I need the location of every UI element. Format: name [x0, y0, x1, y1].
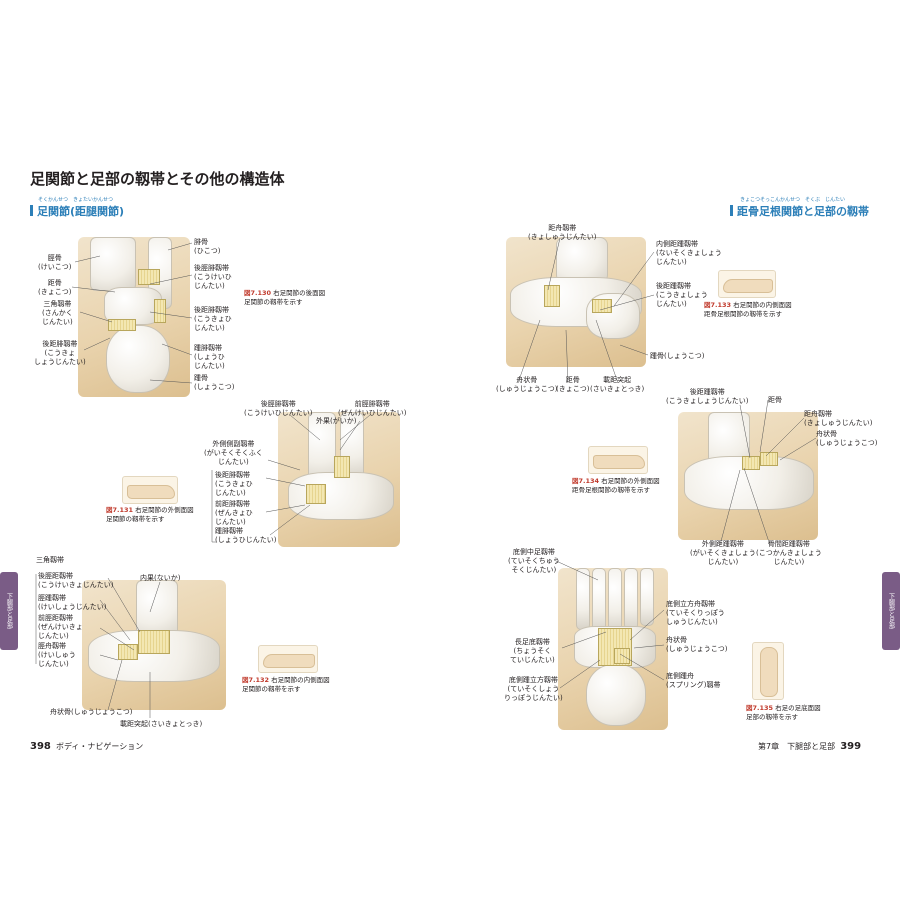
- footer-right: 第7章 下腿部と足部 399: [758, 741, 862, 752]
- figure-7-133-caption: 図7.133 右足関節の内側面図距骨足根関節の靱帯を示す: [704, 301, 792, 318]
- label-talus-134: 距骨: [768, 396, 782, 404]
- section-bar-icon: [730, 205, 733, 216]
- label-interosseous-talocalcaneal: 骨間距踵靱帯(こつかんきょしょうじんたい): [756, 540, 822, 566]
- label-medial-malleolus: 内果(ないか): [140, 574, 181, 582]
- fig-7-134-thumbnail: [588, 446, 648, 474]
- figure-7-134-caption: 図7.134 右足関節の外側面図距骨足根関節の靱帯を示す: [572, 477, 660, 494]
- label-calcaneofibular-lat: 踵腓靱帯(しょうひじんたい): [215, 527, 277, 544]
- label-long-plantar: 長足底靱帯(ちょうそくていじんたい): [510, 638, 555, 664]
- figure-7-130-illustration: [78, 237, 190, 397]
- label-ant-tibiotalar: 前脛距靱帯(ぜんけいきょじんたい): [38, 614, 83, 640]
- figure-7-131-illustration: [278, 412, 400, 547]
- label-lateral-collateral: 外側側副靱帯(がいそくそくふくじんたい): [204, 440, 263, 466]
- side-tab-right: 下腿部と足部: [882, 572, 900, 650]
- label-spring-ligament: 底側踵舟(スプリング)靱帯: [666, 672, 721, 689]
- page-title: 足関節と足部の靱帯とその他の構造体: [30, 170, 285, 188]
- label-int-talocalcaneal: 内側距踵靱帯(ないそくきょしょうじんたい): [656, 240, 722, 266]
- label-sustentaculum-med: 載距突起(さいきょとっき): [120, 720, 203, 728]
- label-post-tibiofibular: 後脛腓靱帯(こうけいひじんたい): [194, 264, 232, 290]
- label-plantar-cuboideonavicular: 底側立方舟靱帯(ていそくりっぽうしゅうじんたい): [666, 600, 725, 626]
- figure-7-135-caption: 図7.135 右足の足底面図足部の靱帯を示す: [746, 704, 821, 721]
- label-post-talocalcaneal-lat: 後距踵靱帯(こうきょしょうじんたい): [666, 388, 749, 405]
- figure-7-135-illustration: [558, 568, 668, 730]
- left-section-title: 足関節(距腿関節): [30, 203, 124, 219]
- label-post-tibiotalar: 後脛距靱帯(こうけいきょじんたい): [38, 572, 114, 589]
- label-post-talofibular-right: 後距腓靱帯(こうきょひじんたい): [194, 306, 232, 332]
- label-post-talocalcaneal: 後距踵靱帯(こうきょしょうじんたい): [656, 282, 708, 308]
- label-lat-talocalcaneal: 外側距踵靱帯(がいそくきょしょうじんたい): [690, 540, 756, 566]
- label-navicular-134: 舟状骨(しゅうじょうこつ): [816, 430, 878, 447]
- label-sustentaculum-133: 載距突起(さいきょとっき): [590, 376, 645, 393]
- label-navicular-med: 舟状骨(しゅうじょうこつ): [50, 708, 133, 716]
- label-calcaneofibular: 踵腓靱帯(しょうひじんたい): [194, 344, 225, 370]
- left-section-ruby: そくかんせつ きょたいかんせつ: [38, 197, 114, 203]
- label-talus: 距骨(きょこつ): [38, 279, 72, 296]
- label-plantar-metatarsal: 底側中足靱帯(ていそくちゅうそくじんたい): [508, 548, 560, 574]
- label-talus-133: 距骨(きょこつ): [556, 376, 590, 393]
- label-talonavicular-lat: 距舟靱帯(きょしゅうじんたい): [804, 410, 873, 427]
- figure-7-132-caption: 図7.132 右足関節の内側面図足関節の靱帯を示す: [242, 676, 330, 693]
- label-calcaneus: 踵骨(しょうこつ): [194, 374, 235, 391]
- label-post-talofibular-lat: 後距腓靱帯(こうきょひじんたい): [215, 471, 253, 497]
- label-calcaneus-med: 踵骨(しょうこつ): [650, 352, 705, 360]
- label-tibionavicular: 脛舟靱帯(けいしゅうじんたい): [38, 642, 76, 668]
- label-ant-talofibular: 前距腓靱帯(ぜんきょひじんたい): [215, 500, 253, 526]
- fig-7-131-thumbnail: [122, 476, 178, 504]
- label-navicular-133: 舟状骨(しゅうじょうこつ): [496, 376, 558, 393]
- fig-7-133-thumbnail: [718, 270, 776, 298]
- page-number-right: 399: [840, 741, 862, 752]
- label-post-tibiofibular-lat: 後脛腓靱帯(こうけいひじんたい): [244, 400, 313, 417]
- label-tibia: 脛骨(けいこつ): [38, 254, 72, 271]
- fig-7-135-thumbnail: [752, 642, 784, 700]
- label-post-talofibular-left: 後距腓靱帯(こうきょしょうじんたい): [34, 340, 86, 366]
- section-bar-icon: [30, 205, 33, 216]
- label-talonavicular: 距舟靱帯(きょしゅうじんたい): [528, 224, 597, 241]
- right-section-title: 距骨足根関節と足部の靱帯: [730, 203, 869, 219]
- fig-7-132-thumbnail: [258, 645, 318, 673]
- label-plantar-calcaneocuboid: 底側踵立方靱帯(ていそくしょうりっぽうじんたい): [504, 676, 563, 702]
- figure-7-133-illustration: [506, 237, 646, 367]
- figure-7-134-illustration: [678, 412, 818, 540]
- right-section-ruby: きょこつそっこんかんせつ そくぶ じんたい: [740, 197, 846, 203]
- label-fibula: 腓骨(ひこつ): [194, 238, 221, 255]
- side-tab-left: 下腿部と足部: [0, 572, 18, 650]
- label-navicular-135: 舟状骨(しゅうじょうこつ): [666, 636, 728, 653]
- label-lateral-malleolus: 外果(がいか): [316, 417, 357, 425]
- footer-left: 398 ボディ・ナビゲーション: [30, 741, 144, 752]
- page-number-left: 398: [30, 741, 51, 752]
- label-deltoid-med: 三角靱帯: [36, 556, 64, 564]
- label-ant-tibiofibular: 前脛腓靱帯(ぜんけいひじんたい): [338, 400, 407, 417]
- figure-7-131-caption: 図7.131 右足関節の外側面図足関節の靱帯を示す: [106, 506, 194, 523]
- figure-7-130-caption: 図7.130 右足関節の後面図足関節の靱帯を示す: [244, 289, 326, 306]
- label-deltoid-ligament: 三角靱帯(さんかくじんたい): [42, 300, 73, 326]
- label-tibiocalcaneal: 脛踵靱帯(けいしょうじんたい): [38, 594, 107, 611]
